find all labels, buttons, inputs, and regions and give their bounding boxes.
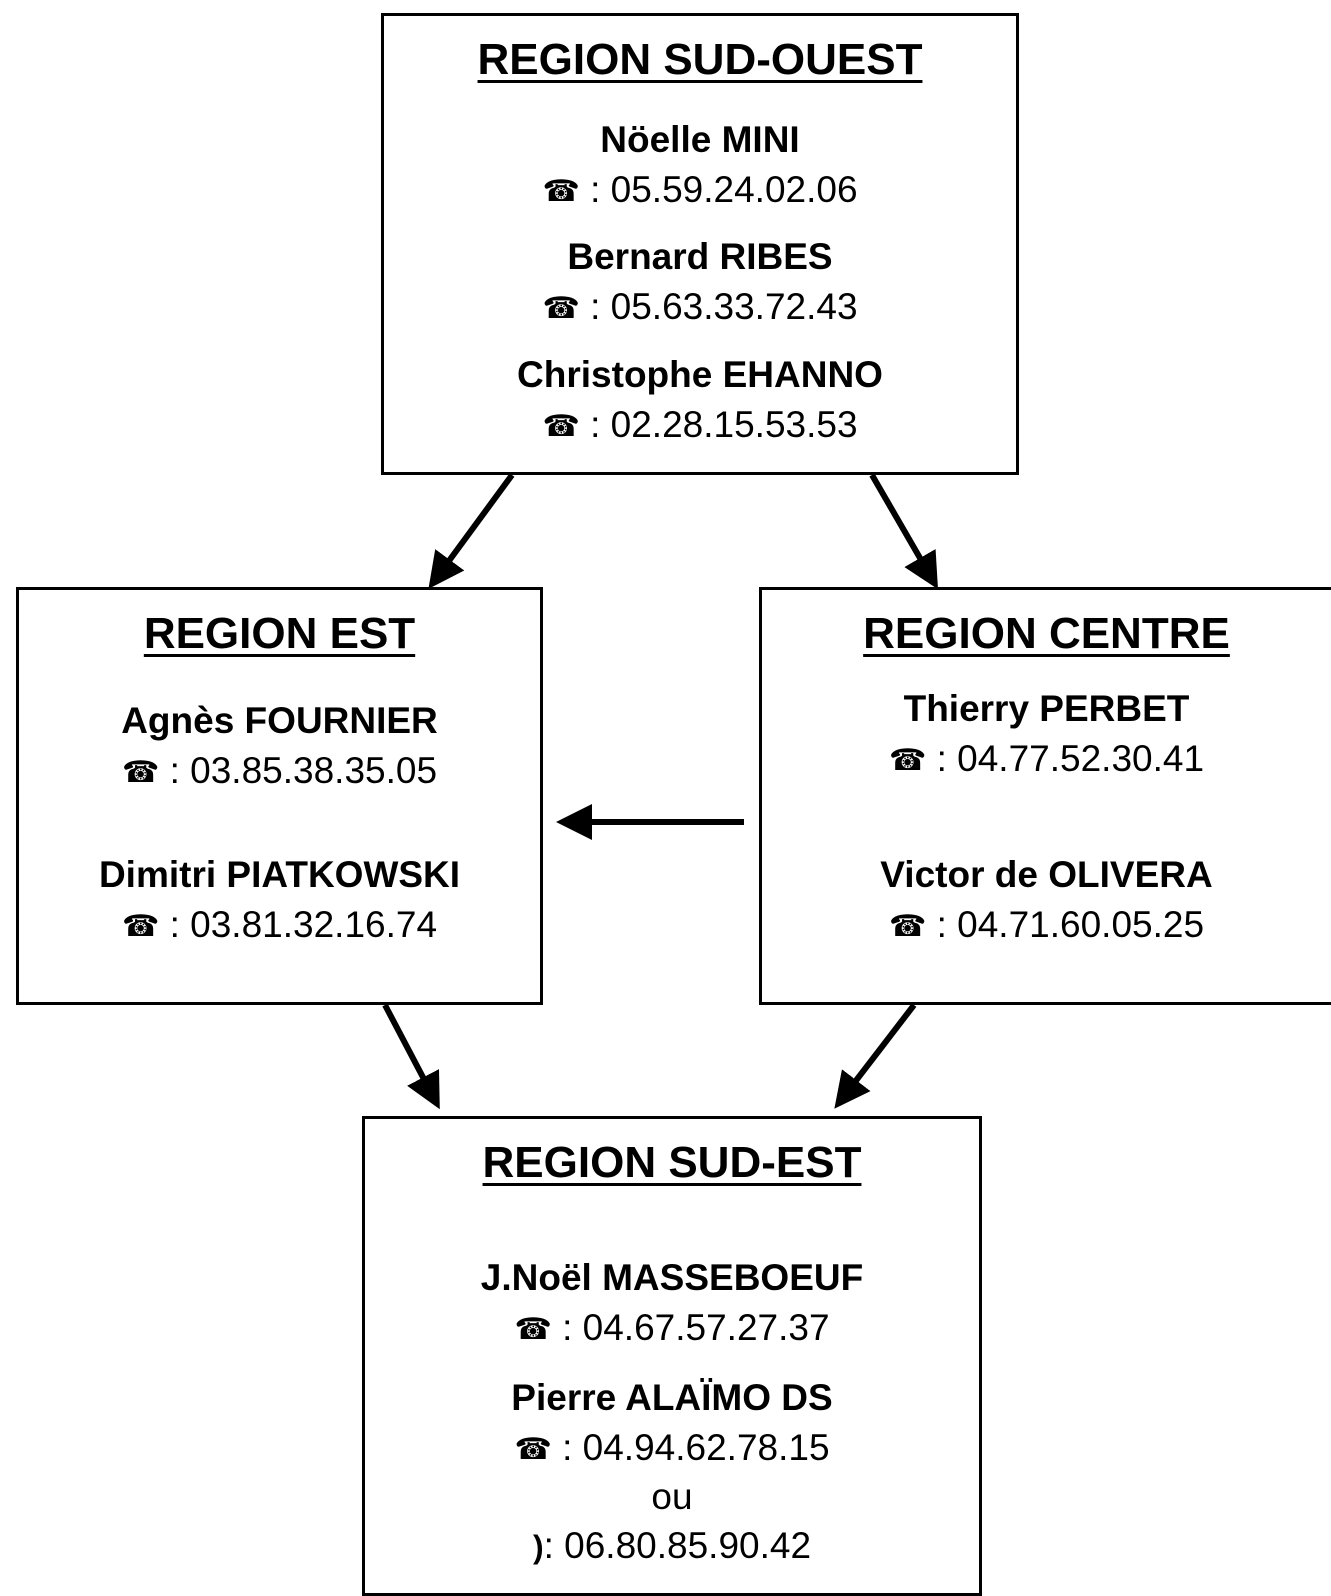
contact-mobile-line: ): 06.80.85.90.42	[365, 1527, 979, 1564]
contact-card: Pierre ALAÏMO DS ☎ : 04.94.62.78.15 ou )…	[365, 1379, 979, 1564]
contact-phone-line: ☎ : 04.71.60.05.25	[762, 906, 1331, 943]
contact-card: Thierry PERBET ☎ : 04.77.52.30.41	[762, 690, 1331, 777]
region-box-sud-ouest: REGION SUD-OUEST Nöelle MINI ☎ : 05.59.2…	[381, 13, 1019, 475]
contact-name: J.Noël MASSEBOEUF	[480, 1257, 864, 1298]
region-title-centre: REGION CENTRE	[863, 609, 1230, 658]
arrow-sud-ouest-to-centre	[869, 473, 939, 590]
contact-phone-line: ☎ : 04.94.62.78.15	[365, 1429, 979, 1466]
telephone-icon: ☎	[542, 292, 580, 325]
telephone-icon: ☎	[888, 910, 927, 943]
region-title-est: REGION EST	[143, 609, 416, 658]
telephone-icon: ☎	[514, 1433, 552, 1466]
contact-card: Agnès FOURNIER ☎ : 03.85.38.35.05	[19, 702, 540, 789]
region-title-sud-ouest: REGION SUD-OUEST	[477, 35, 923, 84]
contact-phone-line: ☎ : 03.81.32.16.74	[19, 906, 540, 943]
region-box-centre: REGION CENTRE Thierry PERBET ☎ : 04.77.5…	[759, 587, 1331, 1005]
contact-card: Bernard RIBES ☎ : 05.63.33.72.43	[384, 238, 1016, 325]
telephone-icon: ☎	[121, 910, 160, 943]
contact-phone: : 04.94.62.78.15	[562, 1427, 830, 1468]
contact-phone: : 03.81.32.16.74	[169, 904, 438, 945]
contact-card: Dimitri PIATKOWSKI ☎ : 03.81.32.16.74	[19, 856, 540, 943]
contact-phone: : 02.28.15.53.53	[590, 404, 858, 445]
contact-name: Nöelle MINI	[600, 119, 800, 160]
contact-phone: : 05.63.33.72.43	[590, 286, 858, 327]
region-title-sud-est: REGION SUD-EST	[482, 1138, 862, 1187]
telephone-icon: ☎	[542, 410, 580, 443]
arrow-centre-to-sud-est	[834, 1003, 917, 1109]
contact-name: Christophe EHANNO	[517, 354, 883, 395]
contact-card: J.Noël MASSEBOEUF ☎ : 04.67.57.27.37	[365, 1259, 979, 1346]
contact-phone: : 04.71.60.05.25	[936, 904, 1205, 945]
contact-mobile: : 06.80.85.90.42	[543, 1525, 812, 1566]
region-box-sud-est: REGION SUD-EST J.Noël MASSEBOEUF ☎ : 04.…	[362, 1116, 982, 1596]
mobile-phone-icon: )	[532, 1529, 544, 1565]
contact-name: Victor de OLIVERA	[880, 854, 1213, 895]
contact-name: Bernard RIBES	[567, 236, 833, 277]
contact-name: Pierre ALAÏMO DS	[511, 1377, 833, 1418]
contact-card: Victor de OLIVERA ☎ : 04.71.60.05.25	[762, 856, 1331, 943]
arrow-est-to-sud-est	[382, 1003, 440, 1110]
contact-phone: : 03.85.38.35.05	[169, 750, 438, 791]
telephone-icon: ☎	[514, 1313, 552, 1346]
contact-phone-line: ☎ : 03.85.38.35.05	[19, 752, 540, 789]
region-box-est: REGION EST Agnès FOURNIER ☎ : 03.85.38.3…	[16, 587, 543, 1005]
contact-card: Nöelle MINI ☎ : 05.59.24.02.06	[384, 121, 1016, 208]
arrow-sud-ouest-to-est	[428, 473, 515, 589]
contact-phone: : 04.67.57.27.37	[562, 1307, 830, 1348]
contact-name: Thierry PERBET	[903, 688, 1190, 729]
contact-phone-line: ☎ : 05.59.24.02.06	[384, 171, 1016, 208]
telephone-icon: ☎	[542, 175, 580, 208]
contact-name: Agnès FOURNIER	[121, 700, 438, 741]
contact-phone-line: ☎ : 05.63.33.72.43	[384, 288, 1016, 325]
contact-phone: : 05.59.24.02.06	[590, 169, 858, 210]
contact-phone-line: ☎ : 02.28.15.53.53	[384, 406, 1016, 443]
contact-phone-line: ☎ : 04.77.52.30.41	[762, 740, 1331, 777]
contact-phone: : 04.77.52.30.41	[936, 738, 1205, 779]
contact-card: Christophe EHANNO ☎ : 02.28.15.53.53	[384, 356, 1016, 443]
contact-name: Dimitri PIATKOWSKI	[98, 854, 461, 895]
telephone-icon: ☎	[888, 744, 927, 777]
alternative-word: ou	[651, 1476, 693, 1517]
contact-phone-line: ☎ : 04.67.57.27.37	[365, 1309, 979, 1346]
telephone-icon: ☎	[121, 756, 160, 789]
